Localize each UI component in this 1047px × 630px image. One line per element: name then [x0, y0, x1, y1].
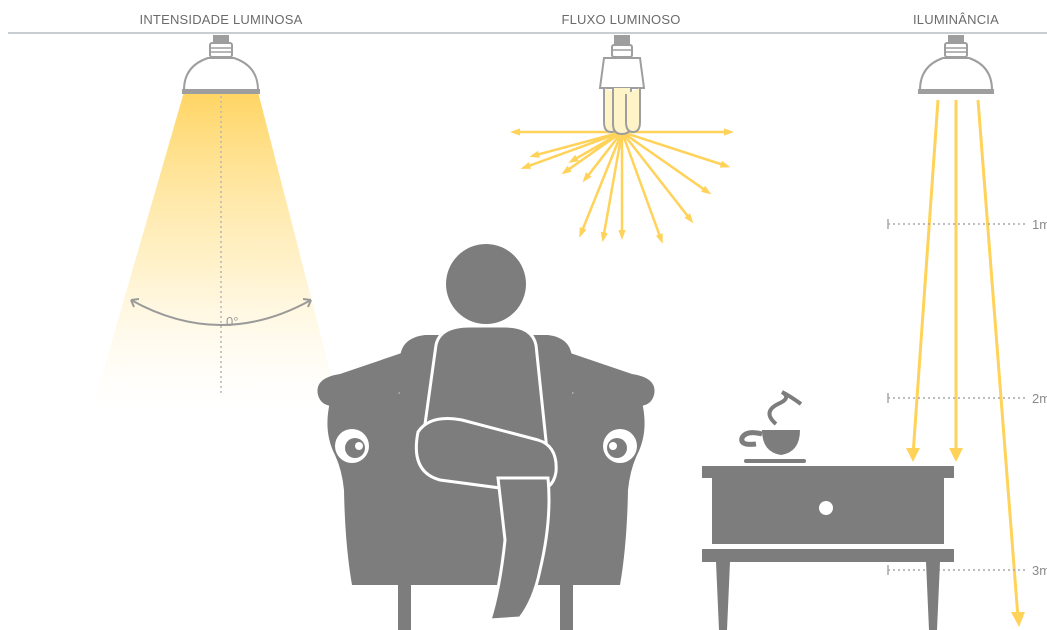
- distance-marker-3m: 3m: [887, 563, 1047, 578]
- light-cone: [92, 92, 340, 410]
- illuminance-ray: [976, 99, 1020, 619]
- flux-ray-arrowhead: [684, 213, 694, 224]
- flux-ray-arrowhead: [568, 154, 579, 163]
- reflector-lamp-icon: [918, 35, 994, 94]
- flux-ray: [620, 131, 663, 241]
- flux-ray-arrowhead: [724, 128, 734, 136]
- intensity-section: 0°: [92, 35, 340, 410]
- flux-ray: [621, 130, 727, 168]
- flux-ray-arrowhead: [520, 162, 532, 169]
- seated-person-scene: [317, 244, 655, 630]
- angle-label: 0°: [226, 314, 238, 329]
- flux-ray-arrowhead: [529, 150, 540, 158]
- flux-ray-arrowhead: [579, 227, 587, 238]
- seated-person-icon: [317, 244, 655, 622]
- flux-ray: [532, 130, 623, 158]
- flux-ray-arrowhead: [600, 231, 608, 243]
- flux-ray: [584, 131, 623, 181]
- flux-ray: [523, 130, 623, 169]
- flux-ray: [621, 131, 692, 222]
- compact-fluorescent-bulb-icon: [598, 35, 646, 136]
- title-intensity: INTENSIDADE LUMINOSA: [140, 12, 303, 27]
- flux-ray-arrowhead: [655, 233, 663, 244]
- coffee-cup-icon: [739, 390, 806, 463]
- flux-ray-arrowhead: [618, 230, 626, 240]
- flux-ray-arrowhead: [510, 128, 520, 136]
- ray-arrowhead: [906, 448, 920, 462]
- title-illuminance: ILUMINÂNCIA: [913, 12, 999, 27]
- ray-arrowhead: [1011, 612, 1025, 627]
- flux-ray: [601, 131, 624, 239]
- illuminance-ray: [911, 99, 940, 456]
- flux-ray-arrowhead: [582, 172, 592, 183]
- side-table-icon: [702, 466, 954, 630]
- ray-arrowhead: [949, 448, 963, 462]
- distance-marker-1m: 1m: [887, 217, 1047, 232]
- flux-ray-arrowhead: [719, 160, 731, 168]
- flux-ray: [621, 130, 709, 194]
- distance-label: 3m: [1032, 563, 1047, 578]
- flux-ray-arrowhead: [701, 185, 712, 195]
- distance-marker-2m: 2m: [887, 391, 1047, 406]
- title-flux: FLUXO LUMINOSO: [561, 12, 680, 27]
- distance-label: 2m: [1032, 391, 1047, 406]
- angle-arc: [130, 299, 312, 326]
- flux-section: [510, 35, 734, 244]
- distance-label: 1m: [1032, 217, 1047, 232]
- illuminance-section: 1m 2m 3m: [887, 35, 1047, 627]
- flux-ray-arrowhead: [561, 165, 572, 175]
- flux-ray: [579, 131, 624, 235]
- flux-rays: [510, 128, 734, 244]
- flux-ray: [571, 130, 623, 163]
- reflector-lamp-icon: [182, 35, 260, 94]
